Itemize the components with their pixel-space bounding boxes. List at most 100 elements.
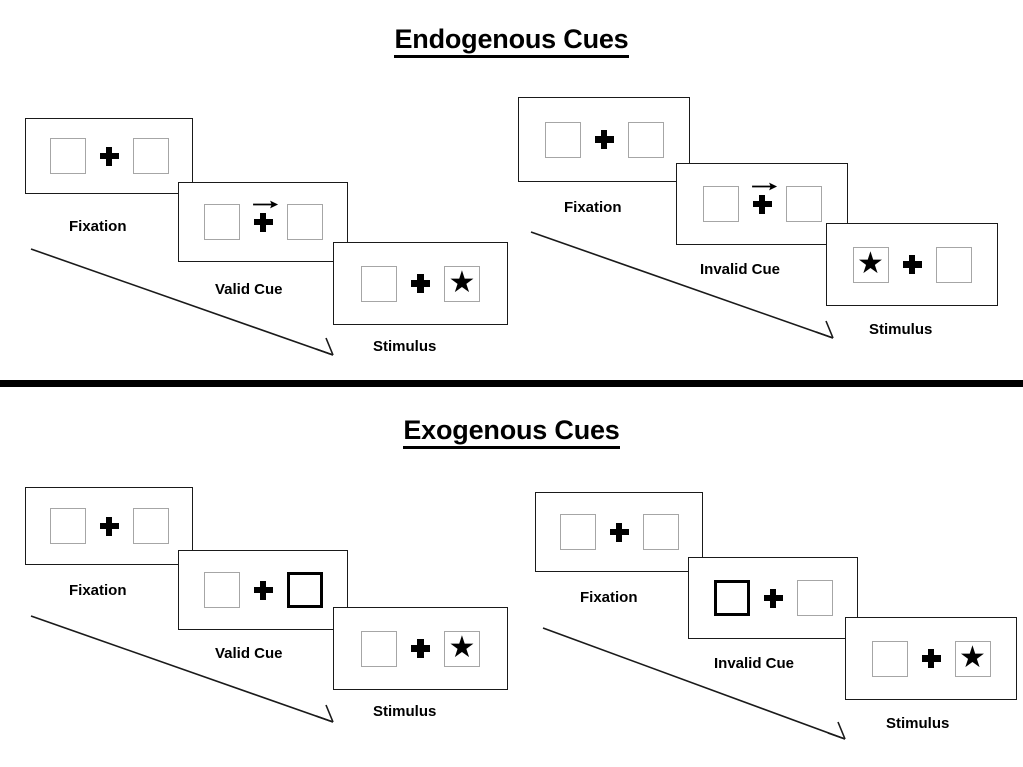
left-box xyxy=(702,186,739,222)
panel-content xyxy=(49,508,169,544)
left-box xyxy=(361,630,397,667)
fixation-cross-wrap xyxy=(411,639,430,658)
time-arrow-endogenous-invalid xyxy=(530,231,834,339)
plus-icon xyxy=(99,516,119,536)
left-box-with-star: ★ xyxy=(852,246,889,283)
section-endogenous: Endogenous Cues Fixation xyxy=(25,24,998,356)
label-endogenous-invalid-stimulus: Stimulus xyxy=(869,321,933,338)
right-box-with-star: ★ xyxy=(444,265,480,302)
left-box xyxy=(559,514,596,550)
label-exogenous-valid-cue: Valid Cue xyxy=(215,645,283,662)
plus-icon xyxy=(609,522,629,542)
plus-icon xyxy=(902,255,922,274)
panel-exogenous-invalid-stimulus[interactable]: ★ xyxy=(845,617,1017,700)
left-box xyxy=(544,121,581,158)
right-box-with-star: ★ xyxy=(444,630,480,667)
time-arrow-exogenous-invalid xyxy=(542,627,846,740)
right-box xyxy=(785,186,822,222)
star-icon: ★ xyxy=(959,640,986,674)
time-arrow-endogenous-valid xyxy=(30,248,334,356)
fixation-cross-wrap xyxy=(609,522,629,542)
panel-content: ★ xyxy=(361,630,480,667)
right-box xyxy=(935,246,972,283)
fixation-cross-wrap xyxy=(763,588,783,608)
plus-icon xyxy=(594,130,614,149)
endogenous-title-text: Endogenous Cues xyxy=(394,24,629,58)
label-endogenous-valid-cue: Valid Cue xyxy=(215,281,283,298)
left-box xyxy=(203,572,240,608)
panel-exogenous-invalid-cue[interactable] xyxy=(688,557,858,639)
label-endogenous-valid-stimulus: Stimulus xyxy=(373,338,437,355)
panel-content: ★ xyxy=(871,640,991,677)
label-exogenous-valid-fixation: Fixation xyxy=(69,582,127,599)
right-box xyxy=(627,121,664,158)
right-box xyxy=(132,508,169,544)
time-arrow-exogenous-valid xyxy=(30,615,334,723)
fixation-cross-wrap xyxy=(752,182,778,214)
panel-content: ★ xyxy=(361,265,480,302)
panel-endogenous-invalid-stimulus[interactable]: ★ xyxy=(826,223,998,306)
panel-exogenous-valid-stimulus[interactable]: ★ xyxy=(333,607,508,690)
panel-endogenous-valid-stimulus[interactable]: ★ xyxy=(333,242,508,325)
label-exogenous-invalid-stimulus: Stimulus xyxy=(886,715,950,732)
left-box xyxy=(203,204,240,240)
label-exogenous-invalid-cue: Invalid Cue xyxy=(714,655,795,672)
panel-exogenous-invalid-fixation[interactable] xyxy=(535,492,703,572)
panel-content xyxy=(713,580,833,616)
panel-exogenous-valid-cue[interactable] xyxy=(178,550,348,630)
section-divider xyxy=(0,380,1023,387)
exogenous-title-text: Exogenous Cues xyxy=(403,415,620,449)
fixation-cross-wrap xyxy=(99,146,119,166)
right-box-with-star: ★ xyxy=(954,640,991,677)
right-box xyxy=(796,580,833,616)
plus-icon xyxy=(752,194,772,214)
right-box xyxy=(642,514,679,550)
label-endogenous-invalid-cue: Invalid Cue xyxy=(700,261,781,278)
star-icon: ★ xyxy=(448,630,476,664)
star-icon: ★ xyxy=(448,265,476,299)
label-exogenous-invalid-fixation: Fixation xyxy=(580,589,638,606)
left-box xyxy=(49,508,86,544)
plus-icon xyxy=(411,274,430,293)
plus-icon xyxy=(411,639,430,658)
right-box xyxy=(132,138,169,174)
panel-endogenous-invalid-cue[interactable] xyxy=(676,163,848,245)
right-box-cued xyxy=(286,572,323,608)
panel-content xyxy=(559,514,679,550)
fixation-cross-wrap xyxy=(594,130,614,149)
exogenous-title: Exogenous Cues xyxy=(0,415,1023,449)
left-box-cued xyxy=(713,580,750,616)
fixation-cross-wrap xyxy=(411,274,430,293)
fixation-cross-wrap xyxy=(253,200,279,232)
left-box xyxy=(361,265,397,302)
panel-content: ★ xyxy=(852,246,972,283)
fixation-cross-wrap xyxy=(253,580,273,600)
star-icon: ★ xyxy=(857,246,884,280)
section-exogenous: Exogenous Cues Fixation xyxy=(0,392,1023,767)
fixation-cross-wrap xyxy=(902,255,922,274)
panel-content xyxy=(702,182,822,222)
fixation-cross-wrap xyxy=(99,516,119,536)
right-box xyxy=(286,204,323,240)
label-endogenous-invalid-fixation: Fixation xyxy=(564,199,622,216)
plus-icon xyxy=(253,212,273,232)
panel-endogenous-valid-cue[interactable] xyxy=(178,182,348,262)
left-box xyxy=(871,640,908,677)
panel-content xyxy=(203,200,323,240)
panel-content xyxy=(544,121,664,158)
fixation-cross-wrap xyxy=(921,649,941,668)
plus-icon xyxy=(763,588,783,608)
plus-icon xyxy=(253,580,273,600)
right-arrow-icon xyxy=(253,200,279,208)
label-endogenous-valid-fixation: Fixation xyxy=(69,218,127,235)
panel-content xyxy=(203,572,323,608)
panel-endogenous-invalid-fixation[interactable] xyxy=(518,97,690,182)
panel-endogenous-valid-fixation[interactable] xyxy=(25,118,193,194)
plus-icon xyxy=(921,649,941,668)
right-arrow-icon xyxy=(752,182,778,190)
left-box xyxy=(49,138,86,174)
panel-exogenous-valid-fixation[interactable] xyxy=(25,487,193,565)
panel-content xyxy=(49,138,169,174)
label-exogenous-valid-stimulus: Stimulus xyxy=(373,703,437,720)
plus-icon xyxy=(99,146,119,166)
